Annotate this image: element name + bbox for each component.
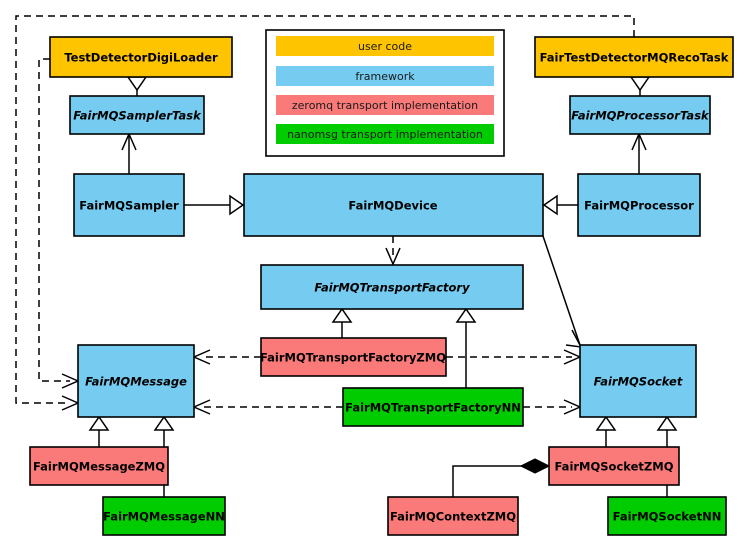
node-box-fairmqsocketzmq[interactable]: [548, 446, 680, 486]
node-fairmqtransportfactorynn[interactable]: FairMQTransportFactoryNN: [342, 387, 524, 427]
node-fairtestdetectormqrecotask[interactable]: FairTestDetectorMQRecoTask: [534, 36, 734, 78]
node-fairmqtransportfactory[interactable]: FairMQTransportFactory: [260, 264, 524, 310]
edge-group-routed-dependencies: [15, 15, 635, 411]
arrowhead-diamond-socketzmq: [519, 458, 551, 474]
node-fairmqprocessor[interactable]: FairMQProcessor: [577, 173, 701, 237]
arrowhead-tfnn-to-transportfactory: [455, 307, 477, 323]
arrowhead-socketnn-to-socket: [656, 415, 678, 431]
node-fairmqmessagezmq[interactable]: FairMQMessageZMQ: [29, 446, 169, 486]
node-fairmqsocketzmq[interactable]: FairMQSocketZMQ: [548, 446, 680, 486]
arrowhead-samplertask-to-digiloader: [126, 76, 148, 92]
node-box-fairmqdevice[interactable]: [243, 173, 544, 237]
node-fairmqsocketnn[interactable]: FairMQSocketNN: [607, 496, 727, 536]
node-fairmqsampler[interactable]: FairMQSampler: [73, 173, 185, 237]
node-box-fairmqtransportfactory[interactable]: [260, 264, 524, 310]
node-box-fairmqmessage[interactable]: [77, 344, 195, 418]
node-fairmqcontextzmq[interactable]: FairMQContextZMQ: [387, 496, 519, 536]
edge-device-to-socket: [542, 235, 581, 346]
node-fairmqsamplertask[interactable]: FairMQSamplerTask: [69, 95, 205, 135]
arrowhead-tfzmq-to-transportfactory: [331, 307, 353, 323]
node-box-fairmqsocket[interactable]: [579, 344, 697, 418]
legend-swatch-zeromq: [276, 95, 494, 115]
node-box-fairtestdetectormqrecotask[interactable]: [534, 36, 734, 78]
arrowhead-device-to-socket: [565, 329, 583, 348]
node-box-fairmqprocessor[interactable]: [577, 173, 701, 237]
node-fairmqmessage[interactable]: FairMQMessage: [77, 344, 195, 418]
node-fairmqsocket[interactable]: FairMQSocket: [579, 344, 697, 418]
legend-swatch-user-code: [276, 36, 494, 56]
arrowhead-device-to-transportfactory: [385, 247, 401, 266]
node-box-fairmqsocketnn[interactable]: [607, 496, 727, 536]
node-box-fairmqtransportfactoryzmq[interactable]: [260, 337, 447, 377]
arrowhead-sampler-to-device: [229, 194, 245, 216]
legend-swatch-framework: [276, 66, 494, 86]
node-fairmqtransportfactoryzmq[interactable]: FairMQTransportFactoryZMQ: [260, 337, 447, 377]
node-fairmqmessagenn[interactable]: FairMQMessageNN: [102, 496, 226, 536]
arrowhead-messagenn-to-message: [153, 415, 175, 431]
edge-digiloader-to-message: [38, 58, 70, 382]
edge-socketzmq-to-contextzmq: [452, 465, 534, 497]
arrowhead-processortask-to-recotask: [629, 76, 651, 92]
node-fairmqdevice[interactable]: FairMQDevice: [243, 173, 544, 237]
node-box-fairmqsamplertask[interactable]: [69, 95, 205, 135]
arrowhead-socketzmq-to-socket: [595, 415, 617, 431]
legend-swatch-nanomsg: [276, 124, 494, 144]
node-box-fairmqmessagezmq[interactable]: [29, 446, 169, 486]
node-box-fairmqmessagenn[interactable]: [102, 496, 226, 536]
node-box-fairmqsampler[interactable]: [73, 173, 185, 237]
node-box-testdetectordigiloader[interactable]: [49, 36, 233, 78]
node-box-fairmqtransportfactorynn[interactable]: [342, 387, 524, 427]
node-testdetectordigiloader[interactable]: TestDetectorDigiLoader: [49, 36, 233, 78]
node-box-fairmqcontextzmq[interactable]: [387, 496, 519, 536]
arrowhead-processor-to-device: [542, 194, 558, 216]
node-fairmqprocessortask[interactable]: FairMQProcessorTask: [569, 95, 711, 135]
arrowhead-messagezmq-to-message: [88, 415, 110, 431]
edge-recotask-to-message: [15, 15, 635, 404]
legend: user code framework zeromq transport imp…: [265, 29, 505, 157]
node-box-fairmqprocessortask[interactable]: [569, 95, 711, 135]
